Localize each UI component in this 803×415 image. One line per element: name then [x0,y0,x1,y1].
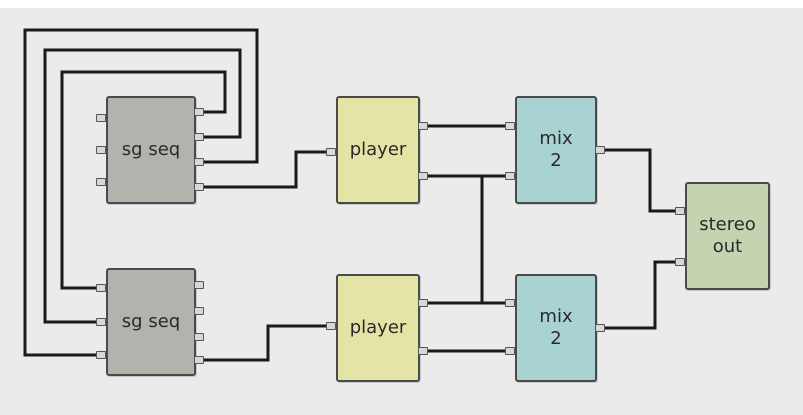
sg-seq-bottom-output-port-1[interactable] [194,281,204,289]
sg-seq-label: sg seq [121,311,181,332]
stereo-out-label: stereo out [699,214,756,257]
wire-seq2-out4-to-player2-in1 [200,324,334,362]
sg-seq-label: sg seq [121,139,181,160]
wire-mix2-out-to-stereo-out-in2 [600,260,682,330]
sg-seq-node-bottom[interactable]: sg seq [106,268,196,376]
wire-seq1-out1-to-seq1-in1 [60,70,227,290]
sg-seq-top-output-port-3[interactable] [194,158,204,166]
stereo-out-input-port-2[interactable] [675,258,685,266]
mix-label: mix 2 [539,128,573,171]
player-node-bottom[interactable]: player [336,274,420,382]
wire-seq1-out2-to-seq2-in2 [43,48,242,324]
player-top-output-port-2[interactable] [418,172,428,180]
sg-seq-top-input-port-1[interactable] [96,114,106,122]
sg-seq-top-output-port-4[interactable] [194,183,204,191]
mix-bottom-output-port[interactable] [595,324,605,332]
mix-node-top[interactable]: mix 2 [515,96,597,204]
sg-seq-top-input-port-3[interactable] [96,178,106,186]
player-node-top[interactable]: player [336,96,420,204]
player-bottom-output-port-1[interactable] [418,299,428,307]
wire-seq1-out3-to-seq2-in3 [23,28,259,357]
mix-bottom-input-port-1[interactable] [505,299,515,307]
sg-seq-bottom-input-port-3[interactable] [96,351,106,359]
sg-seq-bottom-output-port-3[interactable] [194,333,204,341]
mix-label: mix 2 [539,306,573,349]
player-top-input-port[interactable] [326,148,336,156]
mix-top-input-port-1[interactable] [505,122,515,130]
sg-seq-node-top[interactable]: sg seq [106,96,196,204]
sg-seq-top-output-port-2[interactable] [194,133,204,141]
mix-node-bottom[interactable]: mix 2 [515,274,597,382]
sg-seq-bottom-input-port-1[interactable] [96,284,106,292]
wire-player1-out2-to-mix2-in1 [423,174,512,305]
stereo-out-input-port-1[interactable] [675,207,685,215]
player-label: player [349,317,407,338]
mix-bottom-input-port-2[interactable] [505,347,515,355]
stereo-out-node[interactable]: stereo out [685,182,770,290]
wire-mix1-out-to-stereo-out-in1 [600,148,682,213]
player-bottom-input-port[interactable] [326,322,336,330]
mix-top-input-port-2[interactable] [505,172,515,180]
player-bottom-output-port-2[interactable] [418,347,428,355]
wire-seq1-out4-to-player1-in1 [200,150,334,189]
sg-seq-top-output-port-1[interactable] [194,108,204,116]
sg-seq-top-input-port-2[interactable] [96,146,106,154]
wire-player2-out1-to-mix1-in2 [423,174,512,305]
sg-seq-bottom-output-port-4[interactable] [194,356,204,364]
player-top-output-port-1[interactable] [418,122,428,130]
sg-seq-bottom-output-port-2[interactable] [194,307,204,315]
sg-seq-bottom-input-port-2[interactable] [96,318,106,326]
player-label: player [349,139,407,160]
mix-top-output-port[interactable] [595,146,605,154]
